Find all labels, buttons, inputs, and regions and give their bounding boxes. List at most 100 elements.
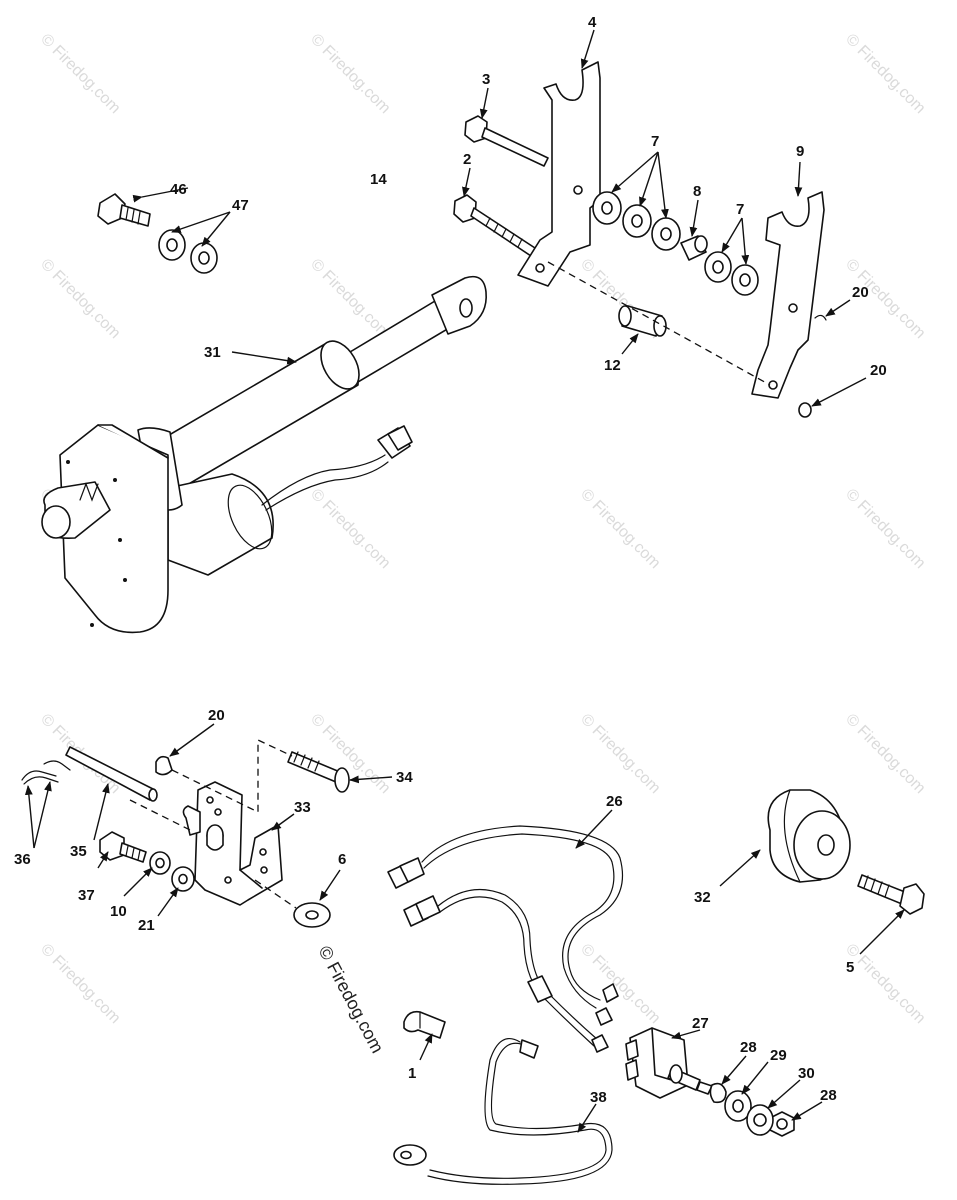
watermark: © Firedog.com bbox=[842, 711, 928, 797]
callout-27: 27 bbox=[692, 1015, 709, 1032]
leader-line bbox=[201, 211, 231, 247]
leader-line bbox=[24, 785, 35, 849]
washer-10-part bbox=[149, 851, 171, 875]
watermark: © Firedog.com bbox=[842, 486, 928, 572]
callout-8: 8 bbox=[693, 183, 701, 200]
leader-line bbox=[811, 377, 867, 407]
leader-line bbox=[577, 1103, 597, 1133]
callout-33: 33 bbox=[294, 799, 311, 816]
leader-line bbox=[462, 167, 471, 197]
leader-line bbox=[349, 775, 393, 784]
callout-7: 7 bbox=[651, 133, 659, 150]
bolt-34-part bbox=[287, 751, 350, 793]
leader-line bbox=[721, 1055, 747, 1085]
leader-lines bbox=[24, 29, 905, 1133]
callout-32: 32 bbox=[694, 889, 711, 906]
callout-3: 3 bbox=[482, 71, 490, 88]
callout-35: 35 bbox=[70, 843, 87, 860]
bumper-32-part bbox=[767, 789, 851, 883]
bracket-33-part bbox=[182, 781, 283, 906]
callout-34: 34 bbox=[396, 769, 413, 786]
leader-line bbox=[319, 869, 341, 901]
leader-line bbox=[741, 1061, 769, 1095]
washer-30-part bbox=[746, 1104, 774, 1136]
spacer-12-part bbox=[618, 305, 667, 337]
leader-line bbox=[157, 887, 179, 917]
callout-20: 20 bbox=[852, 284, 869, 301]
watermark: © Firedog.com bbox=[577, 941, 663, 1027]
callout-20: 20 bbox=[208, 707, 225, 724]
callout-labels: 1 2 3 4 5 6 7 7 8 9 10 12 14 20 20 20 21… bbox=[14, 14, 887, 1106]
callout-2: 2 bbox=[463, 151, 471, 168]
cotter-pin-36-part bbox=[21, 760, 71, 785]
callout-37: 37 bbox=[78, 887, 95, 904]
clip-20-part bbox=[798, 314, 827, 418]
toggle-switch-27-part bbox=[625, 1027, 713, 1099]
callout-4: 4 bbox=[588, 14, 597, 31]
bolt-46-part bbox=[97, 193, 151, 227]
callout-20: 20 bbox=[870, 362, 887, 379]
leader-line bbox=[741, 217, 750, 265]
callout-7: 7 bbox=[736, 201, 744, 218]
bracket-9-part bbox=[751, 191, 825, 399]
callout-30: 30 bbox=[798, 1065, 815, 1082]
assembly-line bbox=[547, 261, 771, 386]
leader-line bbox=[859, 909, 905, 955]
leader-line bbox=[97, 851, 109, 869]
watermark: © Firedog.com bbox=[307, 486, 393, 572]
callout-6: 6 bbox=[338, 851, 346, 868]
washer-29-part bbox=[724, 1090, 752, 1122]
callout-38: 38 bbox=[590, 1089, 607, 1106]
ground-wire-38-part bbox=[393, 1038, 613, 1185]
leader-line bbox=[657, 151, 669, 219]
spacer-8-part bbox=[680, 235, 708, 261]
leader-line bbox=[171, 211, 231, 233]
callout-21: 21 bbox=[138, 917, 155, 934]
bolt-5-part bbox=[857, 874, 925, 915]
callout-9: 9 bbox=[796, 143, 804, 160]
leader-line bbox=[825, 299, 851, 317]
leader-line bbox=[671, 1029, 701, 1040]
callout-29: 29 bbox=[770, 1047, 787, 1064]
watermark-center: © Firedog.com bbox=[314, 942, 387, 1056]
bolt-3-part bbox=[464, 115, 549, 167]
watermark: © Firedog.com bbox=[842, 941, 928, 1027]
callout-31: 31 bbox=[204, 344, 221, 361]
leader-line bbox=[231, 351, 297, 365]
callout-28: 28 bbox=[820, 1087, 837, 1104]
leader-line bbox=[689, 199, 699, 237]
watermark: © Firedog.com bbox=[577, 711, 663, 797]
leader-line bbox=[767, 1079, 801, 1109]
leader-line bbox=[621, 333, 639, 355]
leader-line bbox=[132, 187, 189, 203]
watermark: © Firedog.com bbox=[577, 486, 663, 572]
callout-28: 28 bbox=[740, 1039, 757, 1056]
callout-5: 5 bbox=[846, 959, 854, 976]
bolt-2-part bbox=[453, 194, 536, 257]
callout-26: 26 bbox=[606, 793, 623, 810]
watermark: © Firedog.com bbox=[37, 256, 123, 342]
assembly-line bbox=[171, 738, 293, 814]
callout-36: 36 bbox=[14, 851, 31, 868]
watermark: © Firedog.com bbox=[307, 256, 393, 342]
leader-line bbox=[419, 1033, 433, 1061]
leader-line bbox=[791, 1101, 823, 1121]
leader-line bbox=[93, 783, 110, 841]
clip-20-lower-part bbox=[155, 755, 173, 776]
watermark: © Firedog.com bbox=[37, 31, 123, 117]
watermark: © Firedog.com bbox=[307, 711, 393, 797]
linear-actuator-part bbox=[41, 275, 487, 634]
leader-line bbox=[580, 29, 595, 69]
callout-14: 14 bbox=[370, 171, 387, 188]
leader-line bbox=[271, 813, 295, 831]
clip-1-part bbox=[403, 1010, 446, 1039]
watermark: © Firedog.com bbox=[842, 31, 928, 117]
bracket-4-part bbox=[517, 61, 601, 287]
bolt-37-part bbox=[99, 831, 147, 863]
callout-12: 12 bbox=[604, 357, 621, 374]
callout-47: 47 bbox=[232, 197, 249, 214]
pin-35-part bbox=[65, 746, 158, 802]
leader-line bbox=[719, 849, 761, 887]
washer-7-part bbox=[592, 191, 759, 296]
